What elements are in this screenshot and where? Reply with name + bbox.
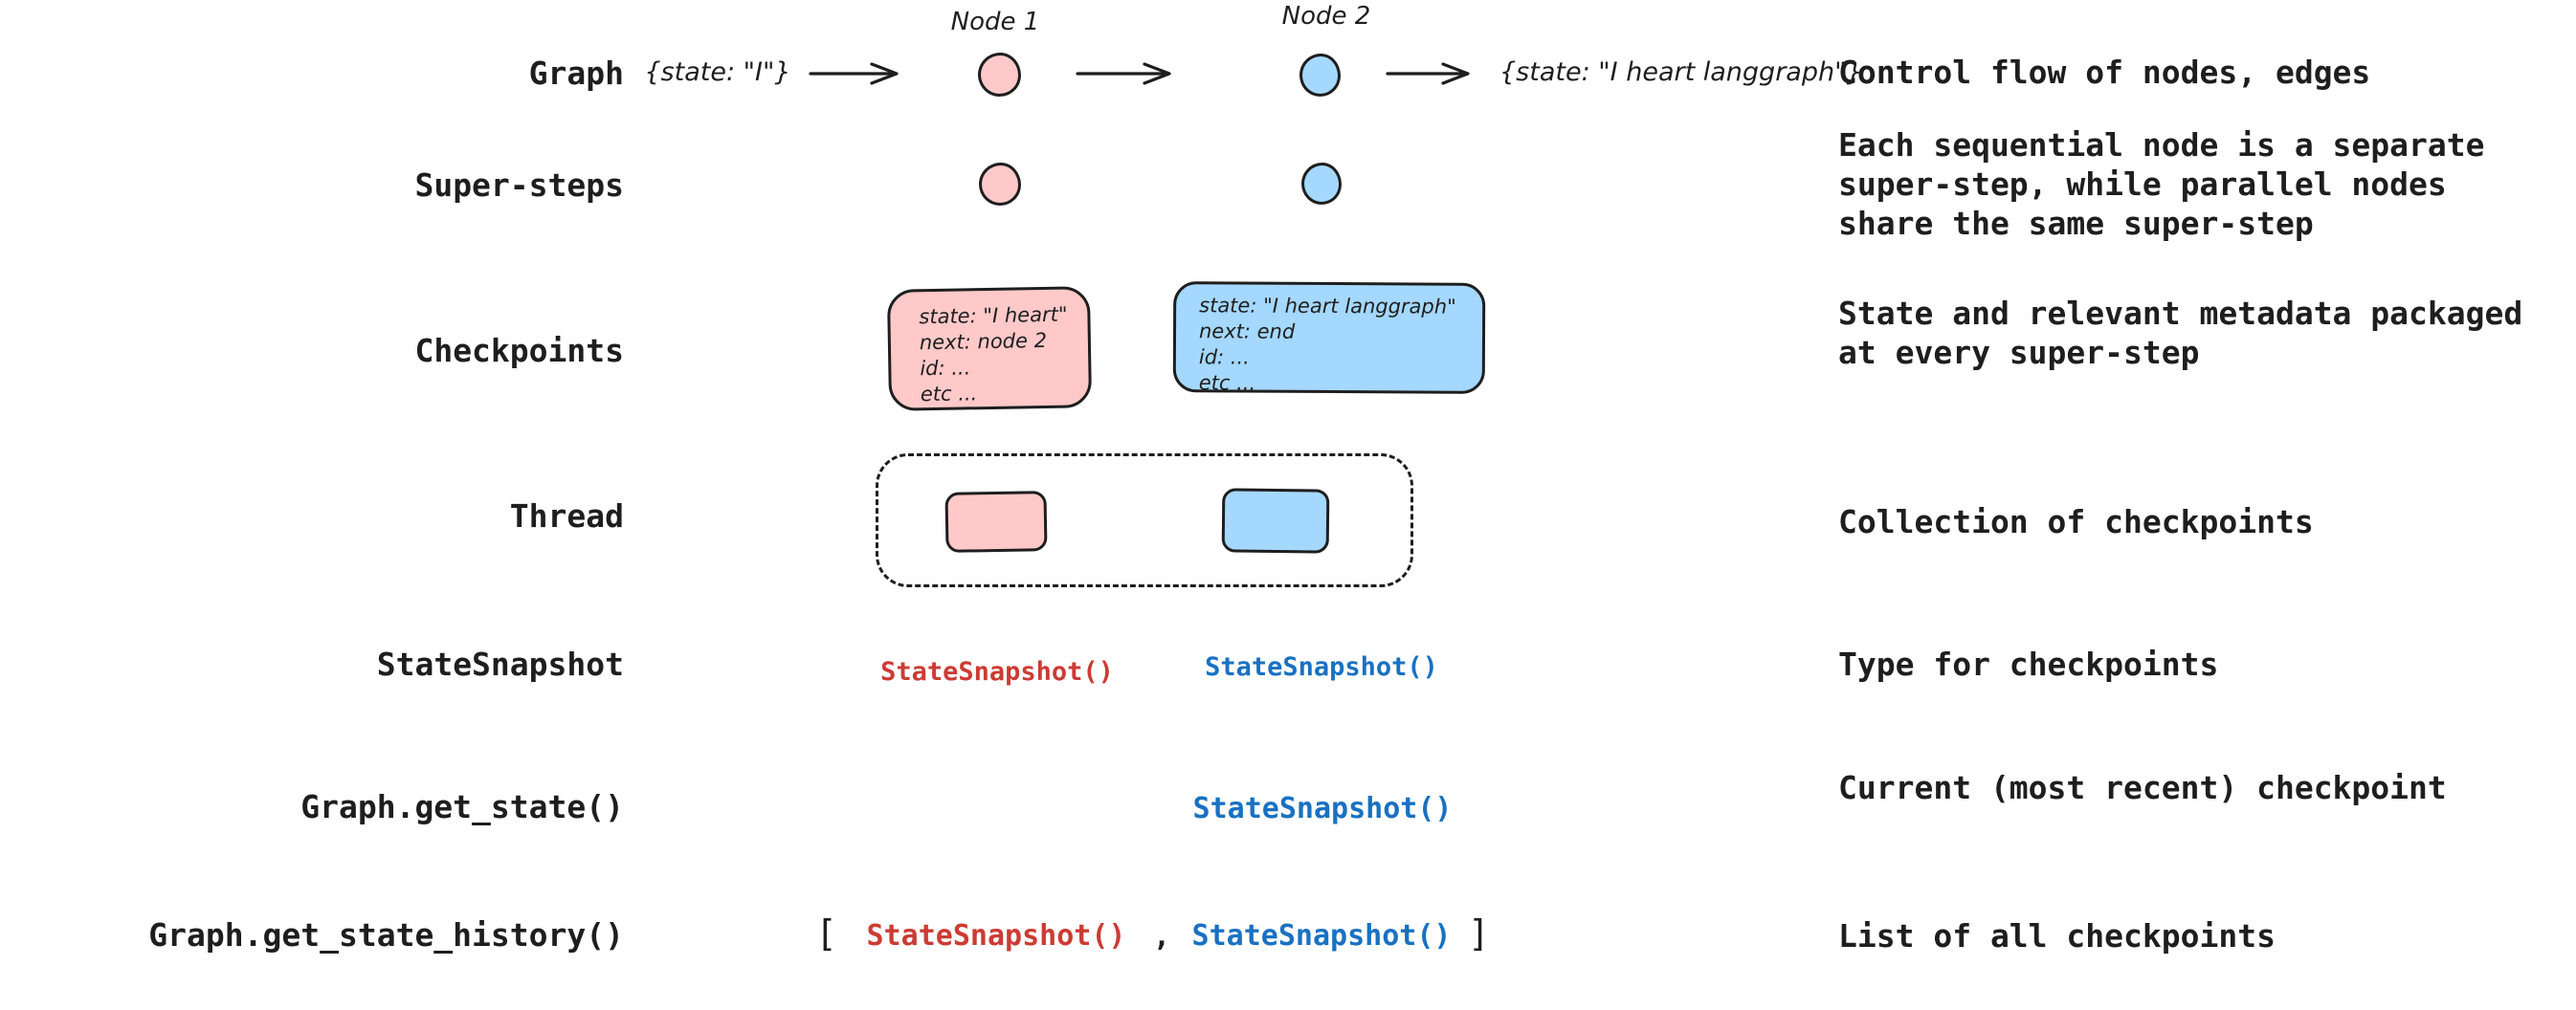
thread-checkpoint2-chip [1221,488,1330,554]
output-state-text: {state: "I heart langgraph"} [1499,57,1863,87]
checkpoint1-line: state: "I heart" [919,302,1068,329]
row-label-super-steps: Super-steps [414,166,624,204]
node2-title: Node 2 [1281,2,1371,31]
row-label-thread: Thread [509,497,624,535]
history-close-bracket: ] [1468,912,1490,955]
checkpoint1-box: state: "I heart" next: node 2 id: ... et… [886,286,1093,411]
history-snapshot-red: StateSnapshot() [866,919,1126,953]
desc-get-state: Current (most recent) checkpoint [1838,769,2447,806]
desc-state-snapshot: Type for checkpoints [1838,646,2219,683]
desc-checkpoints: State and relevant metadata packaged at … [1838,295,2523,371]
history-open-bracket: [ [815,912,837,955]
arrow-right-icon [809,62,899,85]
node1-title: Node 1 [950,8,1040,36]
row-label-get-state-history: Graph.get_state_history() [148,916,624,954]
history-snapshot-blue: StateSnapshot() [1191,919,1452,953]
history-comma: , [1153,920,1171,954]
state-snapshot-red: StateSnapshot() [880,657,1114,687]
checkpoint1-line: next: node 2 [919,328,1048,355]
row-label-get-state: Graph.get_state() [300,788,624,825]
desc-super-steps: Each sequential node is a separate super… [1838,126,2485,242]
node1-circle [978,53,1021,97]
desc-get-state-history: List of all checkpoints [1838,917,2276,955]
row-label-checkpoints: Checkpoints [414,332,624,369]
row-label-state-snapshot: StateSnapshot [376,646,624,683]
desc-graph: Control flow of nodes, edges [1838,54,2371,91]
state-snapshot-blue: StateSnapshot() [1205,652,1438,682]
super-step2-circle [1301,163,1342,205]
thread-dashed-box [876,453,1413,587]
get-state-result-snapshot: StateSnapshot() [1192,792,1453,825]
arrow-right-icon [1386,62,1470,85]
checkpoint2-line: id: ... [1198,345,1250,369]
checkpoint2-line: etc ... [1198,371,1256,395]
checkpoint2-line: next: end [1198,319,1296,343]
checkpoint1-line: id: ... [920,356,971,381]
checkpoint2-box: state: "I heart langgraph" next: end id:… [1172,281,1486,395]
arrow-right-icon [1076,62,1171,85]
input-state-text: {state: "I"} [644,57,791,87]
node2-circle [1299,54,1341,97]
checkpoint1-line: etc ... [920,382,978,406]
row-label-graph: Graph [528,55,624,92]
super-step1-circle [979,163,1021,206]
thread-checkpoint1-chip [944,491,1048,553]
checkpoint2-line: state: "I heart langgraph" [1199,294,1456,318]
desc-thread: Collection of checkpoints [1838,503,2314,540]
